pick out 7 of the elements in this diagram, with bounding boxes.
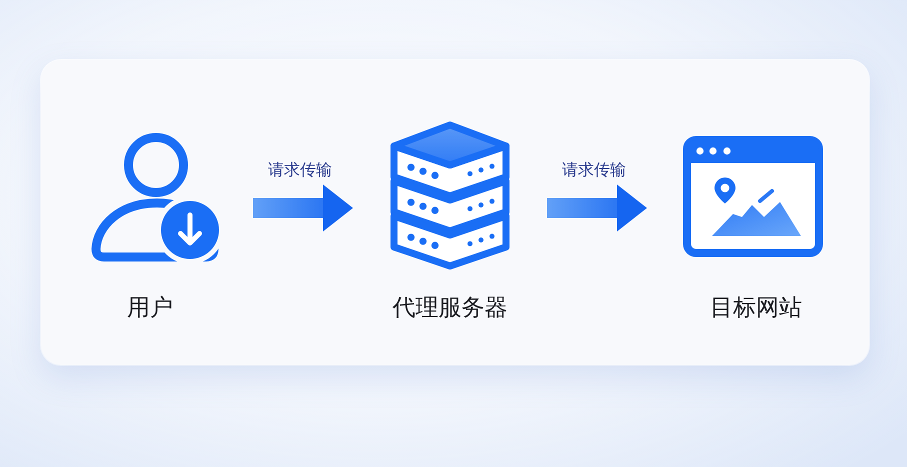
arrow xyxy=(253,184,353,232)
arrow xyxy=(547,184,647,232)
node-label: 代理服务器 xyxy=(392,294,508,322)
edge-label: 请求传输 xyxy=(562,160,626,180)
node-label: 目标网站 xyxy=(710,294,802,322)
node-label: 用户 xyxy=(127,294,173,322)
edge-label: 请求传输 xyxy=(268,160,332,180)
